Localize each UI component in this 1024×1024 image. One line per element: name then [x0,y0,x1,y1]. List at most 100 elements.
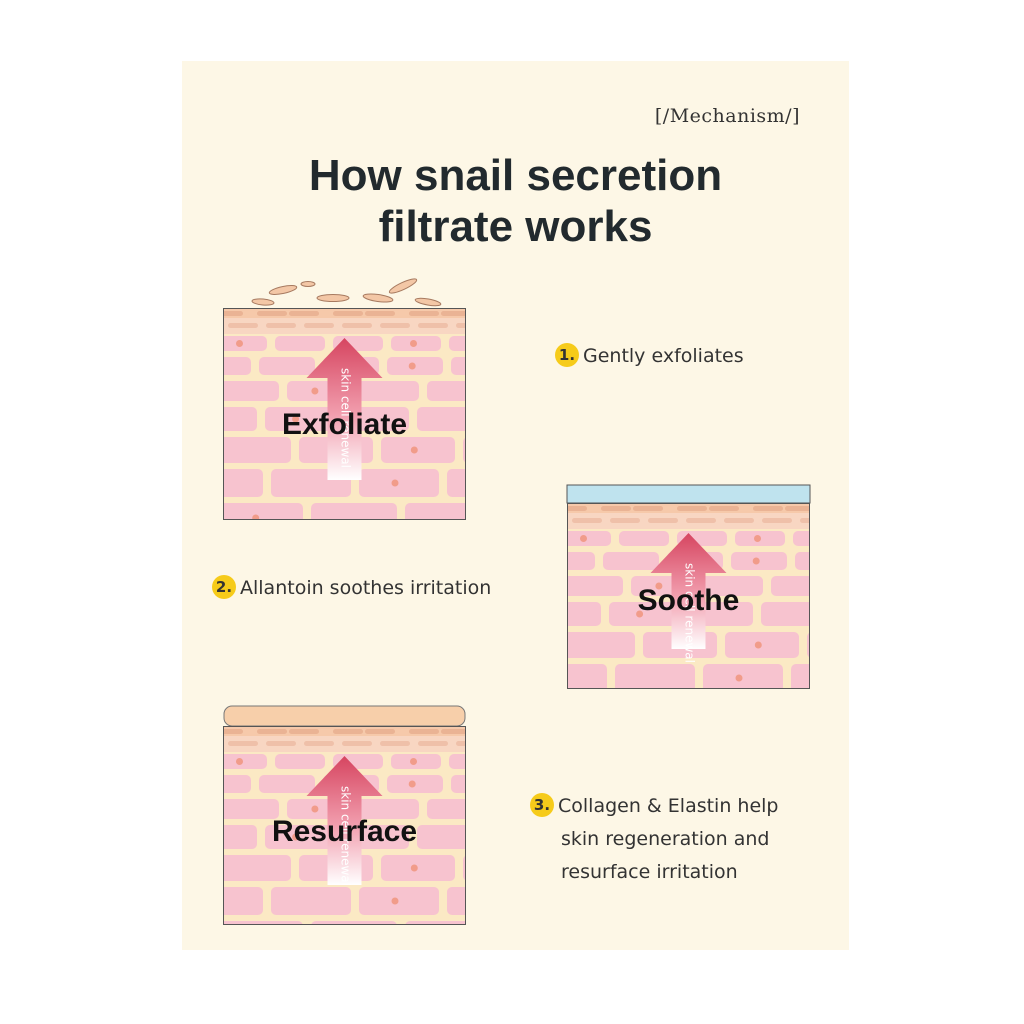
exfoliate-skin-diagram: skin cell renewal Exfoliate [223,278,466,520]
skin-cell [259,357,315,375]
cell-nucleus [391,897,399,905]
skin-cell [427,381,466,401]
skin-cell [771,576,810,596]
skin-cell [223,437,291,463]
cell-nucleus [410,340,417,347]
exfoliate-label: Exfoliate [281,408,408,441]
skin-cell [381,437,455,463]
dead-skin-flake [316,294,350,302]
cell-nucleus [655,582,663,590]
skin-cell [223,469,263,497]
skin-cell [223,825,257,849]
skin-cell [701,576,763,596]
cell-nucleus [292,833,300,841]
cell-nucleus [580,535,587,542]
page-title: How snail secretion filtrate works [182,150,849,252]
skin-cell [761,602,810,626]
skin-cell [357,799,419,819]
skin-cell [223,357,251,375]
skin-cell [275,754,325,769]
mechanism-tag: [/Mechanism/] [654,105,800,127]
cell-nucleus [408,362,416,370]
dead-skin-flake [388,278,418,294]
skin-cell [451,357,466,375]
cell-nucleus [754,641,762,649]
arrow-caption: skin cell renewal [339,368,353,468]
skin-cell [311,503,397,520]
step-3: 3.Collagen & Elastin help skin regenerat… [530,790,779,889]
skin-cell [223,775,251,793]
skin-cell [725,632,799,658]
skin-cell [615,664,695,689]
skin-cell [223,407,257,431]
cell-nucleus [292,415,300,423]
cell-nucleus [391,479,399,487]
skin-cell [223,336,267,351]
skin-cell [567,531,611,546]
soothe-label: Soothe [637,584,740,617]
skin-cell [447,469,466,497]
skin-cell [567,552,595,570]
cell-nucleus [236,340,243,347]
step-1: 1.Gently exfoliates [555,340,744,373]
skin-cell [567,664,607,689]
cell-nucleus [311,387,319,395]
skin-cell [451,775,466,793]
cell-nucleus [252,514,260,520]
skin-cell [405,503,466,520]
skin-cell [259,775,315,793]
skin-cell [417,407,466,431]
skin-cell [275,336,325,351]
step-number-badge: 2. [212,575,236,599]
skin-cell [567,602,601,626]
cell-nucleus [735,674,743,682]
skin-cell [359,469,439,497]
skin-cell [223,799,279,819]
resurface-label: Resurface [271,815,418,848]
skin-cell [791,664,810,689]
renewal-arrow [650,533,727,649]
cell-nucleus [311,805,319,813]
title-line-1: How snail secretion [308,151,723,200]
skin-layers-illustration: skin cell renewal [223,705,466,925]
resurface-film [223,705,466,727]
skin-cell [223,381,279,401]
cell-nucleus [410,446,418,454]
skin-cell [357,381,419,401]
skin-cell [793,531,810,546]
step-text-line-3: resurface irritation [561,861,738,883]
cell-nucleus [410,864,418,872]
skin-cell [359,887,439,915]
dead-skin-flake [268,285,298,295]
soothing-layer [566,484,811,504]
dead-skin-flake [414,297,442,307]
skin-cell [271,887,351,915]
step-text: Gently exfoliates [583,345,744,367]
title-line-2: filtrate works [378,202,653,251]
renewal-arrow [306,756,383,885]
step-number-badge: 3. [530,793,554,817]
skin-cell [449,336,466,351]
skin-cell [223,754,267,769]
skin-cell [795,552,810,570]
cell-nucleus [754,535,761,542]
dead-skin-flake [251,298,275,306]
arrow-caption: skin cell renewal [339,786,353,886]
skin-cell [449,754,466,769]
soothe-skin-diagram: skin cell renewal Soothe [566,484,811,689]
resurface-skin-diagram: skin cell renewal Resurface [223,705,466,925]
step-text-line-2: skin regeneration and [561,828,770,850]
skin-cell [703,664,783,689]
arrow-caption: skin cell renewal [683,563,697,663]
renewal-arrow [306,338,383,480]
skin-cell [567,576,623,596]
step-2: 2.Allantoin soothes irritation [212,572,491,605]
skin-cell [223,855,291,881]
skin-cell [223,887,263,915]
skin-cell [619,531,669,546]
skin-cell [223,503,303,520]
skin-cell [603,552,659,570]
cell-nucleus [236,758,243,765]
dead-skin-flake [362,293,394,303]
step-number-badge: 1. [555,343,579,367]
